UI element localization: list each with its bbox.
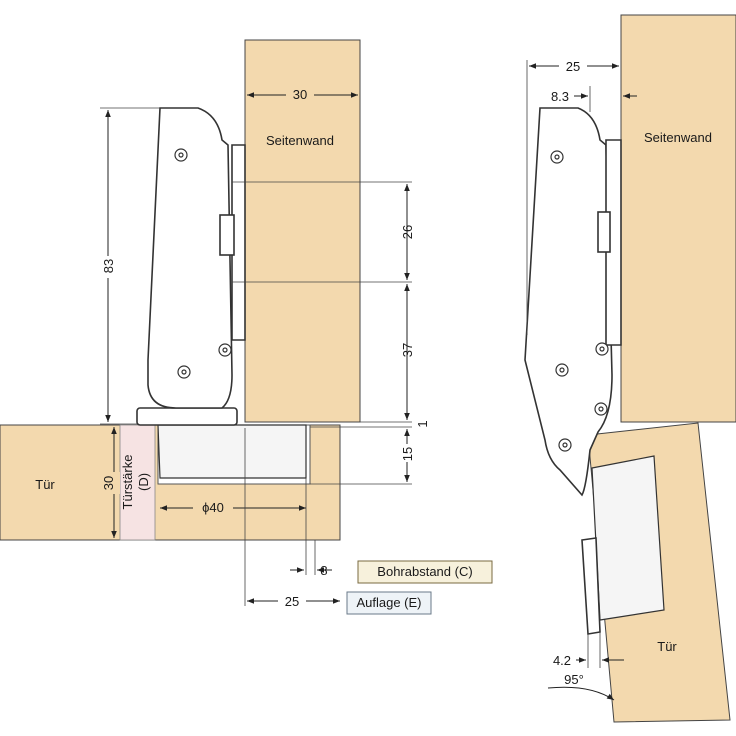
- mounting-plate: [231, 144, 246, 341]
- screw-hole: [181, 369, 187, 375]
- right-dim-offset-8-3: 8.3: [551, 89, 569, 104]
- dim-door-thickness: 30: [101, 476, 116, 490]
- hinge-arm: [147, 107, 233, 409]
- screw-hole: [178, 152, 184, 158]
- right-dim-angle: 95°: [564, 672, 584, 687]
- dim-gap-1: 1: [415, 420, 430, 427]
- screw-hole: [599, 346, 605, 352]
- hinge-cup: [157, 424, 307, 479]
- dim-hinge-height: 83: [101, 259, 116, 273]
- door-thickness-label: Türstärke: [120, 455, 135, 510]
- hinge-base: [136, 407, 238, 426]
- right-mounting-clip: [597, 211, 611, 253]
- tag-drill-distance: [357, 560, 493, 584]
- dim-cup-diameter: ϕ40: [202, 500, 224, 515]
- left-side-panel-label: Seitenwand: [266, 133, 334, 148]
- right-cup-rim: [581, 537, 601, 635]
- right-side-panel: [620, 14, 736, 423]
- left-side-panel: [244, 39, 361, 423]
- screw-hole: [559, 367, 565, 373]
- dim-overlay: 25: [285, 594, 299, 609]
- right-cup: [591, 455, 665, 621]
- right-door-label: Tür: [657, 639, 677, 654]
- tag-overlay-label: Auflage (E): [356, 595, 421, 610]
- left-view: Seitenwand Tür Türstärke (D) 30 83 26 37…: [0, 39, 493, 615]
- door-thickness-strip: [119, 424, 156, 541]
- right-dim-gap-4-2: 4.2: [553, 653, 571, 668]
- door-thickness-code: (D): [136, 473, 151, 491]
- right-side-panel-label: Seitenwand: [644, 130, 712, 145]
- right-dim-width-25: 25: [566, 59, 580, 74]
- dim-spacing-37: 37: [400, 343, 415, 357]
- tag-overlay: [346, 591, 432, 615]
- dim-panel-width: 30: [293, 87, 307, 102]
- tag-drill-distance-label: Bohrabstand (C): [377, 564, 472, 579]
- mounting-clip: [219, 214, 235, 256]
- dim-spacing-26: 26: [400, 225, 415, 239]
- screw-hole: [598, 406, 604, 412]
- screw-hole: [562, 442, 568, 448]
- screw-hole: [554, 154, 560, 160]
- right-mounting-plate: [605, 139, 622, 346]
- left-door-label: Tür: [35, 477, 55, 492]
- right-view: Seitenwand Tür 25 8.3 4.2 95°: [524, 14, 736, 723]
- dim-cup-depth: 15: [400, 447, 415, 461]
- screw-hole: [222, 347, 228, 353]
- dim-drill-distance: 8: [320, 563, 327, 578]
- right-hinge-arm: [524, 107, 613, 497]
